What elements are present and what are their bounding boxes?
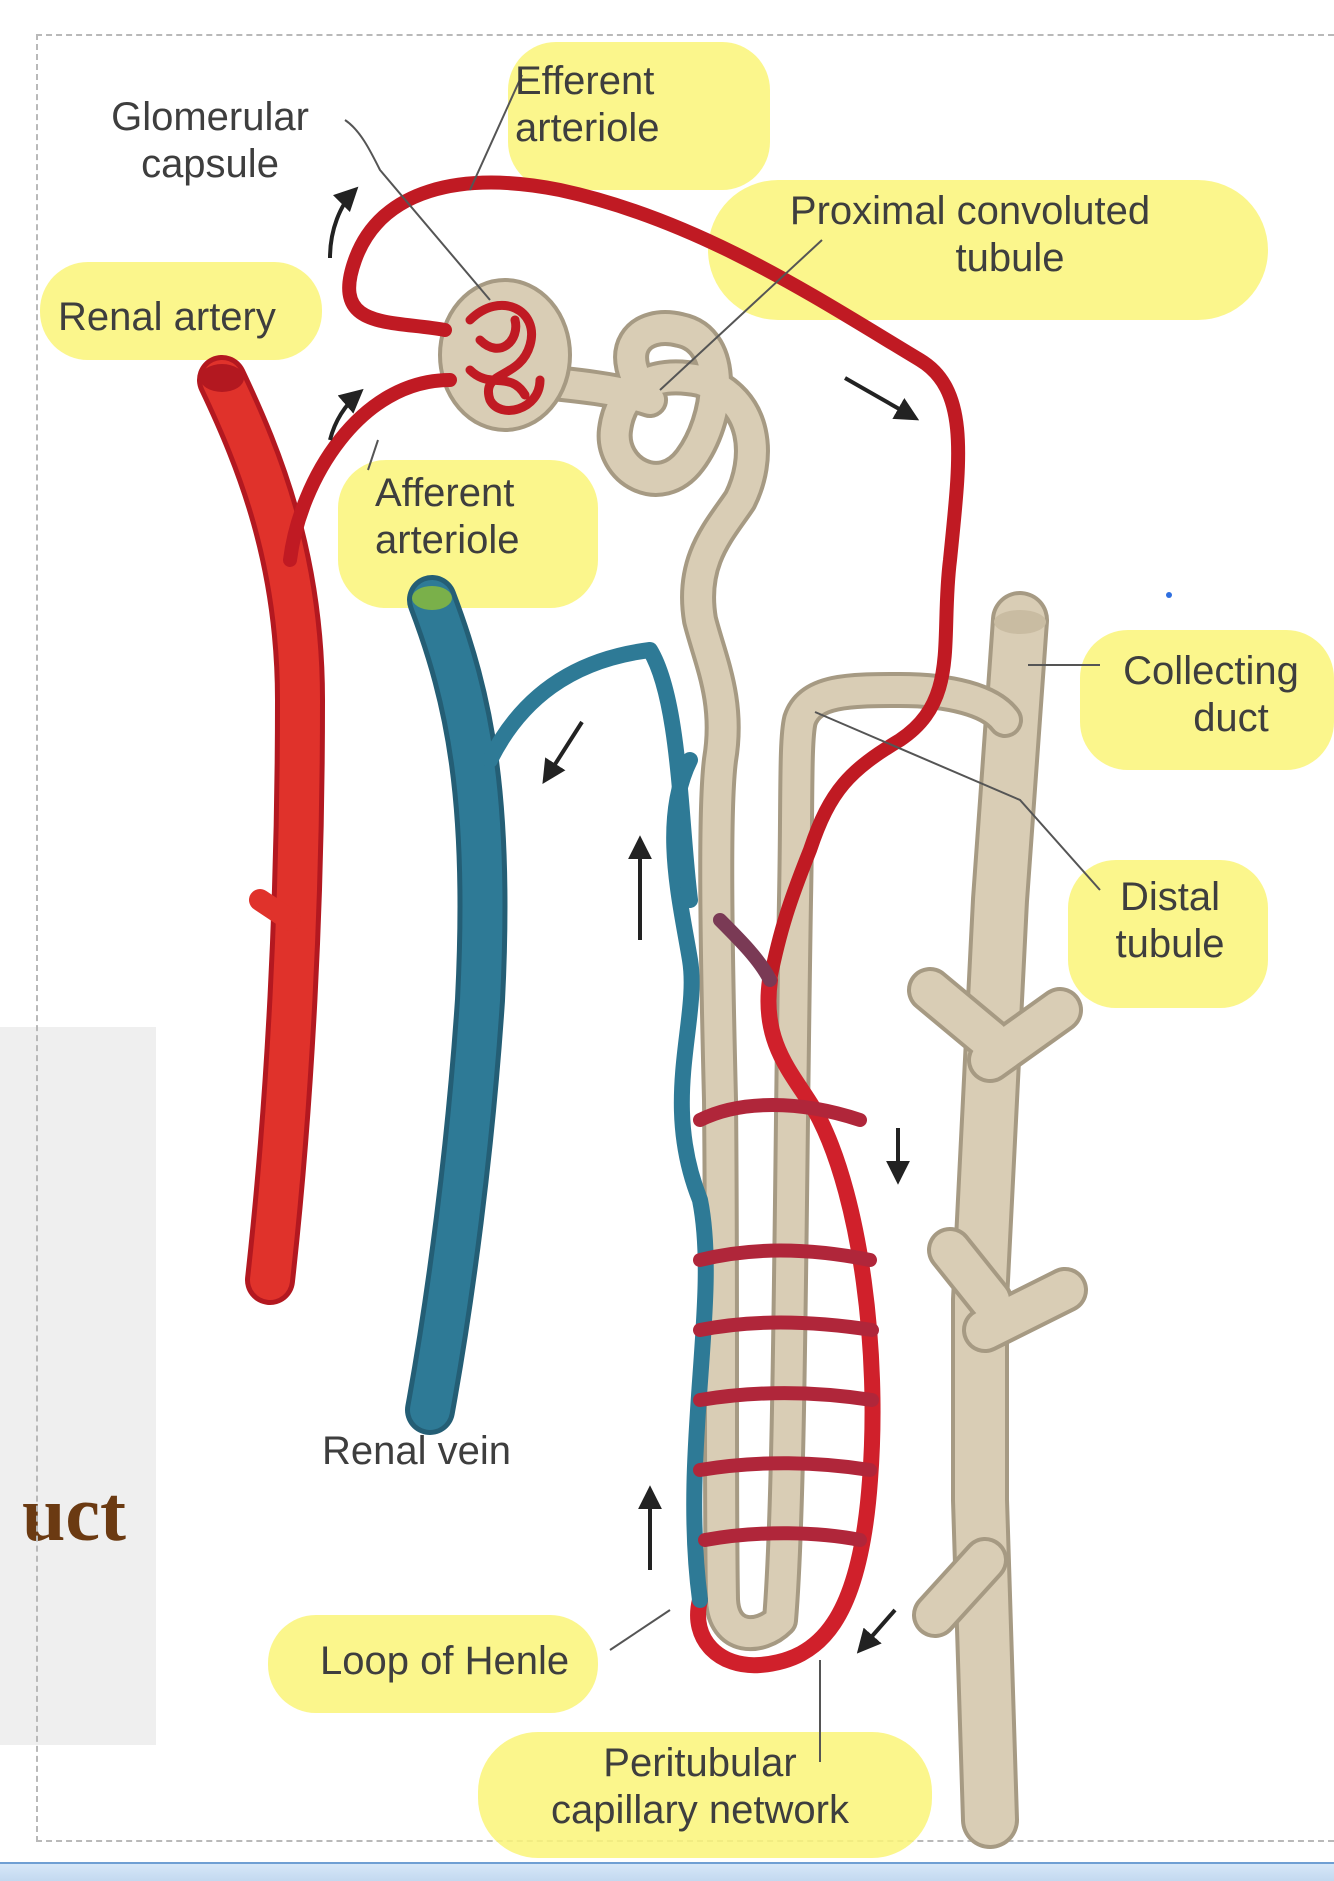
label-loop-of-henle: Loop of Henle: [320, 1638, 620, 1685]
label-collecting-duct: Collecting duct: [1096, 648, 1326, 742]
renal-vein-vessel: [405, 575, 698, 1435]
side-panel: [0, 1027, 156, 1745]
label-distal-tubule-line1: Distal: [1119, 875, 1221, 919]
label-peritubular-line1: Peritubular: [603, 1741, 797, 1785]
highlight-afferent: [338, 460, 598, 608]
label-renal-artery-text: Renal artery: [58, 295, 276, 339]
label-proximal-tubule-line1: Proximal convoluted: [789, 189, 1151, 233]
bottom-strip: [0, 1862, 1334, 1881]
highlight-renal-artery: [40, 262, 322, 360]
label-afferent-arteriole-line2: arteriole: [375, 518, 520, 562]
highlight-efferent: [508, 42, 770, 190]
label-collecting-duct-line1: Collecting: [1123, 649, 1299, 693]
label-glomerular-capsule-line2: capsule: [141, 142, 279, 186]
label-afferent-arteriole-line1: Afferent: [375, 471, 515, 515]
highlight-henle: [268, 1615, 598, 1713]
glomerulus: [438, 278, 572, 432]
label-peritubular-line2: capillary network: [551, 1788, 849, 1832]
leader-lines: [344, 74, 1101, 1762]
label-afferent-arteriole: Afferent arteriole: [375, 470, 575, 564]
label-renal-artery: Renal artery: [58, 294, 328, 341]
label-proximal-tubule-line2: tubule: [955, 236, 1065, 280]
label-glomerular-capsule-line1: Glomerular: [111, 95, 309, 139]
label-proximal-tubule: Proximal convoluted tubule: [740, 188, 1200, 282]
label-glomerular-capsule: Glomerular capsule: [80, 94, 340, 188]
highlight-distal: [1068, 860, 1268, 1008]
efferent-vessel: [342, 175, 966, 987]
stray-dot: [1166, 592, 1172, 598]
label-loop-of-henle-text: Loop of Henle: [320, 1639, 570, 1683]
collecting-duct-tree: [907, 591, 1088, 1849]
highlight-collecting: [1080, 630, 1334, 770]
capillary-network: [666, 752, 881, 1674]
highlight-peritubular: [478, 1732, 932, 1858]
label-efferent-arteriole-line2: arteriole: [515, 106, 660, 150]
label-distal-tubule: Distal tubule: [1090, 874, 1250, 968]
flow-arrows: [328, 186, 920, 1654]
label-collecting-duct-line2: duct: [1193, 696, 1269, 740]
label-renal-vein: Renal vein: [322, 1428, 562, 1475]
side-panel-text: uct: [22, 1475, 126, 1553]
label-efferent-arteriole: Efferent arteriole: [515, 58, 705, 152]
renal-artery-vessel: [197, 355, 457, 1305]
label-distal-tubule-line2: tubule: [1115, 922, 1225, 966]
label-efferent-arteriole-line1: Efferent: [515, 59, 655, 103]
label-peritubular-network: Peritubular capillary network: [500, 1740, 900, 1834]
label-renal-vein-text: Renal vein: [322, 1429, 512, 1473]
